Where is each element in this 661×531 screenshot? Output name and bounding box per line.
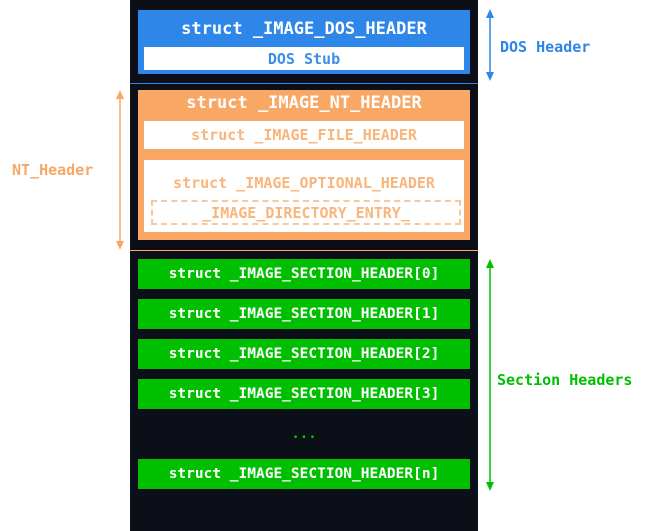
section-headers-label: Section Headers [497, 371, 633, 389]
nt-section-separator [130, 250, 478, 251]
section-ellipsis: ... [291, 426, 317, 442]
dos-header-title: struct _IMAGE_DOS_HEADER [181, 19, 427, 39]
section-header-n: struct _IMAGE_SECTION_HEADER[n] [138, 459, 470, 489]
dos-nt-separator [130, 83, 478, 84]
section-range-arrow [486, 259, 494, 491]
section-header-1: struct _IMAGE_SECTION_HEADER[1] [138, 299, 470, 329]
optional-header-title: struct _IMAGE_OPTIONAL_HEADER [173, 174, 435, 192]
section-header-3: struct _IMAGE_SECTION_HEADER[3] [138, 379, 470, 409]
nt-header-label: NT_Header [12, 161, 94, 179]
directory-entry-box: _IMAGE_DIRECTORY_ENTRY_ [151, 200, 461, 225]
optional-header-box [144, 160, 464, 232]
nt-header-title: struct _IMAGE_NT_HEADER [186, 93, 422, 113]
dos-stub-box: DOS Stub [144, 47, 464, 70]
file-header-box: struct _IMAGE_FILE_HEADER [144, 121, 464, 149]
section-header-0: struct _IMAGE_SECTION_HEADER[0] [138, 259, 470, 289]
dos-header-label: DOS Header [500, 38, 591, 56]
dos-range-arrow [486, 9, 494, 81]
section-header-2: struct _IMAGE_SECTION_HEADER[2] [138, 339, 470, 369]
nt-range-arrow [116, 90, 124, 250]
